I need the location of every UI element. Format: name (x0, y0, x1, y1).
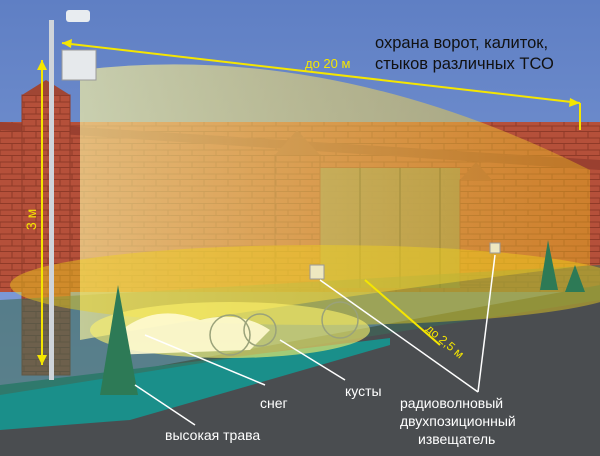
grass-strip (0, 338, 390, 430)
pole (49, 20, 54, 380)
bushes-label: кусты (345, 383, 382, 399)
title-line-2: стыков различных ТСО (375, 55, 554, 73)
tall-grass-label: высокая трава (165, 427, 260, 443)
title-line-1: охрана ворот, калиток, (375, 34, 548, 52)
detection-zone-long (80, 64, 590, 340)
detector-label-3: извещатель (418, 431, 495, 447)
snow-label: снег (260, 395, 288, 411)
tall-tree (100, 285, 138, 395)
detector-receiver-icon-2 (489, 242, 501, 254)
height-label: 3 м (23, 209, 39, 230)
snow (110, 313, 270, 355)
bushes (209, 301, 359, 356)
detection-zone-ground (10, 245, 600, 325)
detector-receiver-icon (309, 264, 325, 280)
small-tree (540, 240, 558, 290)
range-label: до 20 м (305, 56, 350, 71)
detector-label-1: радиоволновый (400, 395, 503, 411)
detector-transmitter-icon (61, 49, 97, 81)
camera-icon (66, 10, 90, 22)
detector-label-2: двухпозиционный (400, 413, 516, 429)
